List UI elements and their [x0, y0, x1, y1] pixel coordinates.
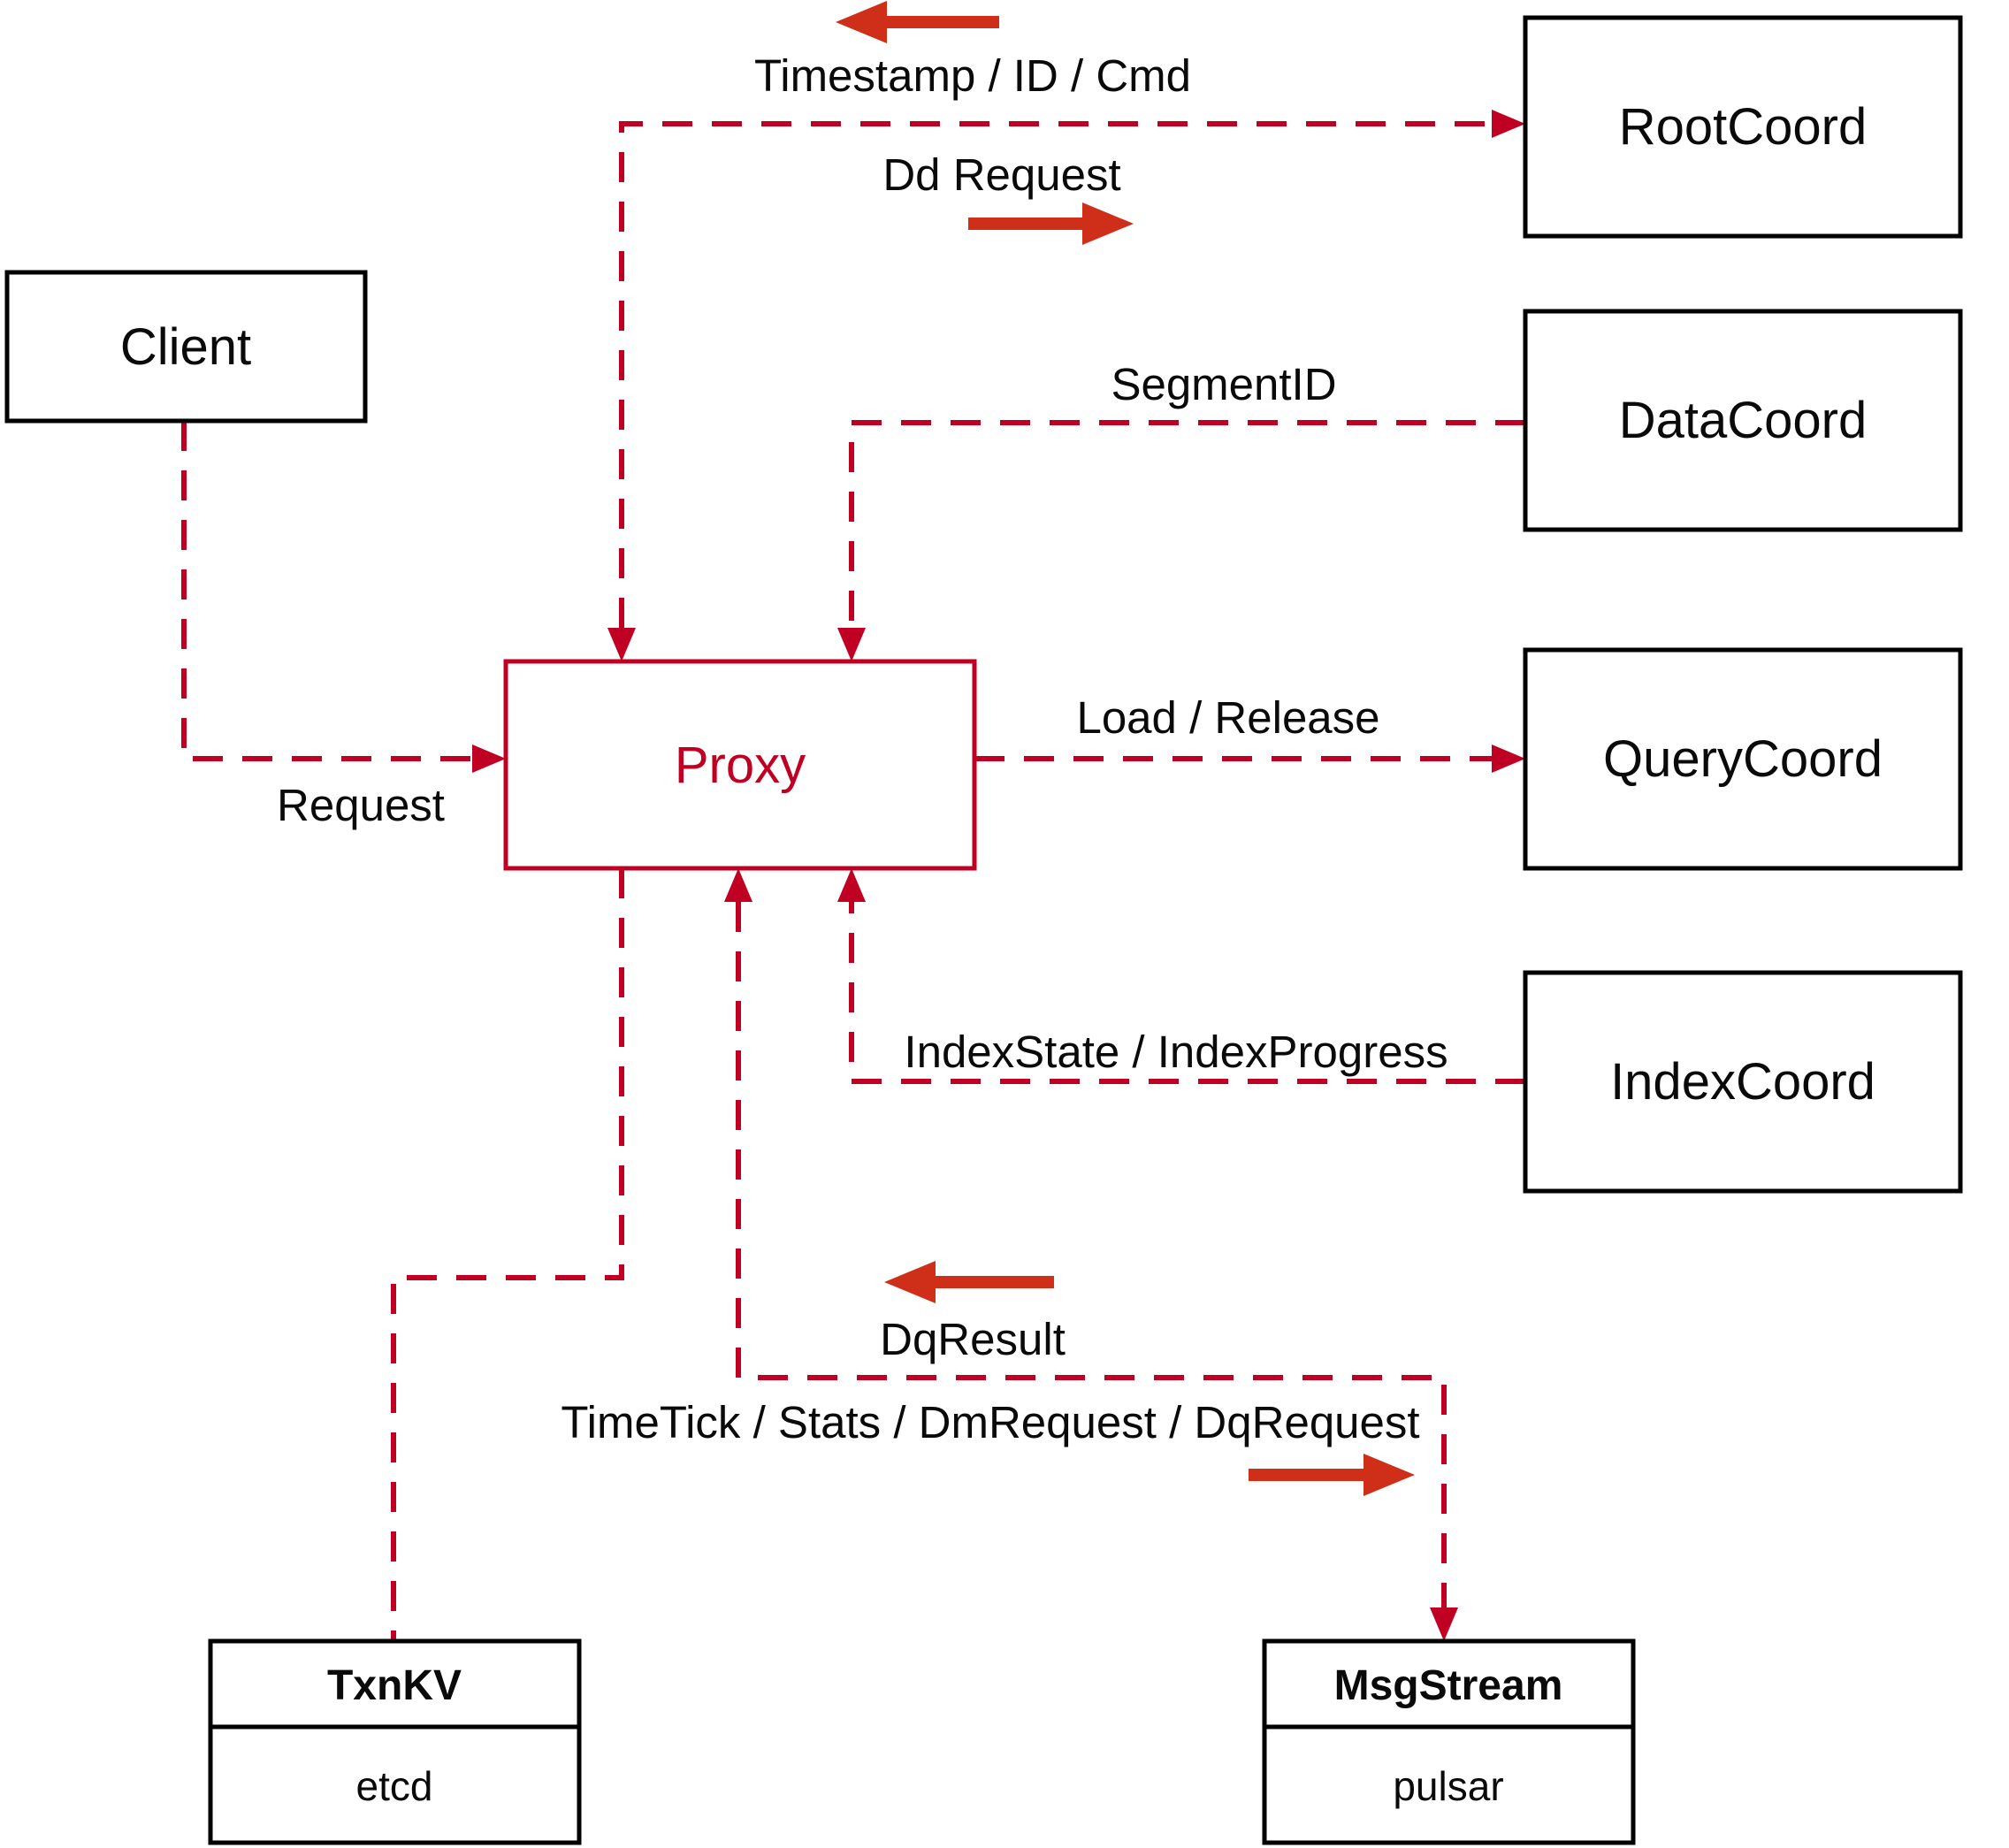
label-timetick: TimeTick / Stats / DmRequest / DqRequest: [561, 1397, 1419, 1447]
client-label: Client: [120, 318, 251, 376]
edge-proxy-msgstream: [736, 902, 1447, 1607]
left-arrow-icon: [836, 1, 999, 43]
arrowhead-into-proxy-left: [472, 745, 506, 773]
rootcoord-label: RootCoord: [1619, 98, 1867, 156]
indexcoord-box: [1523, 970, 1963, 1194]
right-arrow-icon: [1249, 1454, 1415, 1496]
txnkv-sub-label: etcd: [356, 1763, 433, 1809]
node-indexcoord: IndexCoord: [1523, 970, 1963, 1194]
edge-indexcoord-proxy: [849, 902, 1525, 1084]
arrowhead-into-rootcoord: [1492, 110, 1525, 138]
txnkv-title: TxnKV: [327, 1662, 462, 1709]
label-dd-request: Dd Request: [882, 149, 1120, 200]
indexcoord-label: IndexCoord: [1610, 1053, 1875, 1111]
label-dq-result: DqResult: [880, 1314, 1066, 1364]
rootcoord-box: [1523, 15, 1963, 239]
label-load-release: Load / Release: [1076, 692, 1379, 743]
arrowhead-into-proxy-top-left: [607, 628, 636, 661]
node-txnkv: TxnKV etcd: [208, 1638, 582, 1845]
proxy-box: [503, 659, 977, 871]
msgstream-sub-label: pulsar: [1393, 1763, 1503, 1809]
arrowhead-into-msgstream: [1430, 1607, 1458, 1641]
edge-datacoord-proxy: [849, 420, 1525, 628]
node-querycoord: QueryCoord: [1523, 647, 1963, 871]
client-box: [4, 270, 368, 424]
edge-proxy-rootcoord: [619, 121, 1492, 628]
arrowhead-into-proxy-top-right: [837, 628, 866, 661]
datacoord-box: [1523, 309, 1963, 532]
node-msgstream: MsgStream pulsar: [1262, 1638, 1636, 1845]
edge-labels: Timestamp / ID / Cmd Dd Request SegmentI…: [277, 50, 1448, 1447]
edge-client-proxy: [181, 421, 472, 761]
label-index-state: IndexState / IndexProgress: [904, 1027, 1448, 1077]
label-segment-id: SegmentID: [1111, 359, 1336, 409]
datacoord-label: DataCoord: [1619, 392, 1867, 449]
node-client: Client: [4, 270, 368, 424]
arrowhead-into-proxy-bottom-left: [724, 868, 752, 902]
proxy-label: Proxy: [675, 737, 806, 794]
edge-proxy-txnkv: [391, 868, 624, 1641]
direction-arrows: [836, 1, 1415, 1496]
arrowhead-into-proxy-bottom-right: [837, 868, 866, 902]
msgstream-box: [1262, 1638, 1636, 1845]
node-datacoord: DataCoord: [1523, 309, 1963, 532]
msgstream-title: MsgStream: [1334, 1662, 1563, 1709]
arrowhead-into-querycoord: [1492, 745, 1525, 773]
label-timestamp-id-cmd: Timestamp / ID / Cmd: [754, 50, 1191, 101]
txnkv-box: [208, 1638, 582, 1845]
querycoord-label: QueryCoord: [1603, 730, 1883, 788]
querycoord-box: [1523, 647, 1963, 871]
label-request: Request: [277, 780, 445, 830]
node-rootcoord: RootCoord: [1523, 15, 1963, 239]
right-arrow-icon: [968, 202, 1134, 245]
left-arrow-icon: [884, 1261, 1054, 1303]
node-proxy: Proxy: [503, 659, 977, 871]
edges: [181, 110, 1525, 1641]
